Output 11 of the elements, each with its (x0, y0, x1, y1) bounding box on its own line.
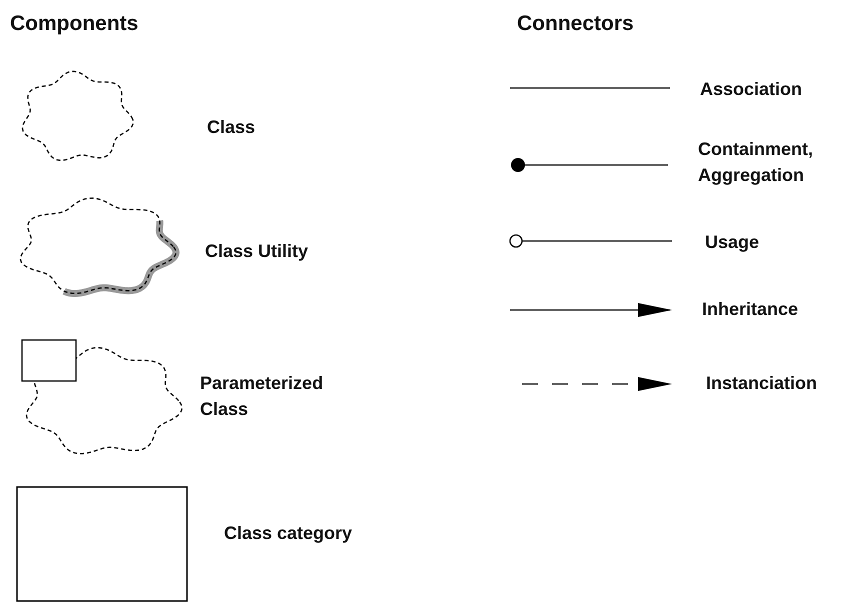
legend-label: Parameterized Class (200, 372, 324, 421)
legend-label: Inheritance (702, 298, 800, 321)
section-heading: Components (10, 12, 138, 36)
section-heading: Connectors (517, 12, 634, 36)
legend-label: Class (207, 116, 256, 139)
legend-label: Containment, Aggregation (698, 138, 814, 187)
legend-label: Class Utility (205, 240, 310, 263)
legend-label: Class category (224, 522, 354, 545)
legend-label: Association (700, 78, 804, 101)
legend-label: Usage (705, 231, 760, 254)
legend-label: Instanciation (706, 372, 818, 395)
